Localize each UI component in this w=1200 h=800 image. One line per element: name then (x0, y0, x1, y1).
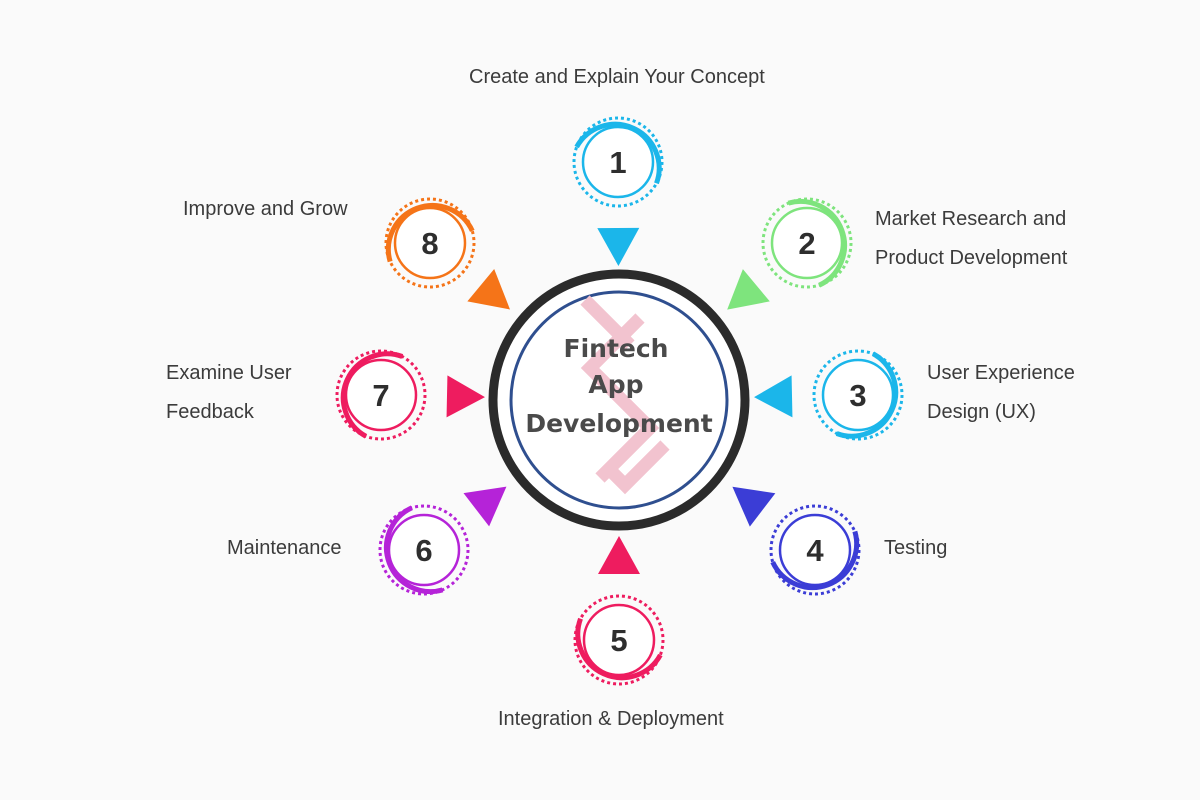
step-7-dashed-ring (335, 349, 427, 441)
step-3: 3 (754, 349, 904, 441)
step-7-label-line-2: Feedback (166, 401, 254, 423)
step-label-2: Market Research and Product Development (875, 200, 1067, 278)
center-title-line-1: Fintech (564, 334, 669, 363)
step-8-dashed-ring (384, 197, 476, 289)
center-title-line-3: Development (525, 409, 712, 438)
step-1-number: 1 (609, 145, 626, 180)
step-6: 6 (378, 486, 507, 596)
step-4-solid-arc (770, 530, 860, 591)
step-6-number: 6 (415, 533, 432, 568)
step-5-inner-ring (582, 603, 656, 677)
step-label-6: Maintenance (227, 529, 342, 568)
step-8-number: 8 (421, 226, 438, 261)
step-8: 8 (384, 197, 510, 310)
step-3-label-line-1: User Experience (927, 362, 1075, 384)
step-4-label-line-1: Testing (884, 537, 948, 559)
step-label-1: Create and Explain Your Concept (469, 58, 765, 97)
step-1-dashed-ring (572, 116, 664, 208)
step-1-pointer (597, 227, 640, 266)
step-4-inner-ring (778, 513, 852, 587)
step-3-inner-ring (821, 358, 895, 432)
center-title-line-2: App (588, 370, 643, 399)
step-5-solid-arc (575, 617, 663, 681)
step-7-number: 7 (372, 378, 389, 413)
step-label-8: Improve and Grow (183, 190, 348, 229)
step-2-pointer (727, 269, 770, 310)
step-1-label-line-1: Create and Explain Your Concept (469, 66, 765, 88)
step-8-solid-arc (385, 202, 475, 263)
step-5-pointer (598, 536, 640, 574)
step-2-label-line-2: Product Development (875, 247, 1068, 269)
step-label-7: Examine User Feedback (166, 354, 292, 432)
step-7: 7 (335, 349, 485, 441)
step-2-number: 2 (798, 226, 815, 261)
step-5-dashed-ring (573, 594, 665, 686)
step-4-dashed-ring (769, 504, 861, 596)
step-7-inner-ring (344, 358, 418, 432)
step-3-pointer (754, 375, 793, 418)
step-8-label-line-1: Improve and Grow (183, 198, 348, 220)
step-2: 2 (727, 197, 853, 310)
steps-layer: 1 2 3 4 5 6 7 8 (335, 116, 904, 686)
step-6-pointer (463, 486, 507, 527)
step-7-solid-arc (340, 351, 404, 439)
step-1-solid-arc (574, 121, 662, 185)
step-8-pointer (467, 269, 510, 310)
step-7-label-line-1: Examine User (166, 362, 292, 384)
step-3-solid-arc (835, 351, 899, 439)
step-3-dashed-ring (812, 349, 904, 441)
step-4: 4 (732, 486, 861, 596)
step-6-inner-ring (387, 513, 461, 587)
step-2-dashed-ring (761, 197, 853, 289)
step-8-inner-ring (393, 206, 467, 280)
watermark-logo (580, 295, 670, 495)
step-label-4: Testing (884, 529, 947, 568)
step-5-number: 5 (610, 623, 627, 658)
step-2-solid-arc (787, 198, 848, 288)
step-5: 5 (573, 536, 665, 686)
step-6-solid-arc (383, 505, 444, 595)
step-label-3: User Experience Design (UX) (927, 354, 1075, 432)
step-6-label-line-1: Maintenance (227, 537, 342, 559)
step-1-inner-ring (581, 125, 655, 199)
step-4-pointer (732, 486, 776, 527)
step-1: 1 (572, 116, 664, 266)
step-2-label-line-1: Market Research and (875, 208, 1067, 230)
step-5-label-line-1: Integration & Deployment (498, 708, 724, 730)
step-7-pointer (446, 375, 485, 418)
step-4-number: 4 (806, 533, 824, 568)
step-2-inner-ring (770, 206, 844, 280)
step-3-number: 3 (849, 378, 866, 413)
center-hub: Fintech App Development (488, 269, 750, 531)
step-label-5: Integration & Deployment (498, 700, 724, 739)
step-6-dashed-ring (378, 504, 470, 596)
step-3-label-line-2: Design (UX) (927, 401, 1036, 423)
